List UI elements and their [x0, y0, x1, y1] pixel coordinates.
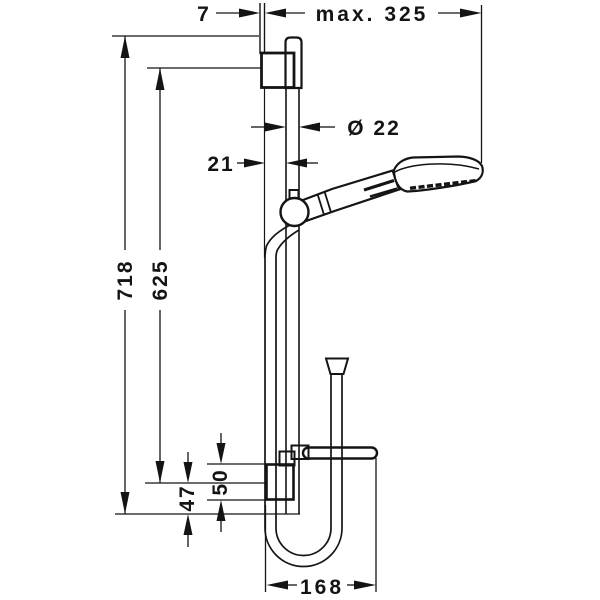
hose-connector-nut — [324, 357, 350, 375]
dim-overall-height — [112, 35, 259, 514]
arrowhead — [155, 68, 165, 90]
head-joint — [391, 170, 400, 190]
arrowhead — [460, 8, 482, 18]
dim-bracket-height — [216, 433, 226, 532]
dim-label-overall-height: 718 — [114, 259, 137, 300]
dim-label-lower-offset: 47 — [176, 484, 199, 511]
arrowhead — [216, 443, 226, 464]
dim-label-rail-fixing-height: 625 — [149, 259, 172, 300]
arrowhead — [286, 158, 307, 168]
dim-rail-fixing-height — [147, 67, 261, 483]
shower-head-rim — [394, 163, 480, 173]
arrowhead — [244, 158, 265, 168]
dim-rail-diameter — [251, 122, 335, 132]
arrowhead — [266, 580, 288, 590]
arrowhead — [216, 500, 226, 521]
handle-accent — [363, 178, 395, 192]
dim-label-hose-loop-width: 168 — [300, 576, 344, 599]
top-bracket-body — [260, 51, 296, 89]
dimension-ticks — [115, 463, 300, 515]
arrowhead — [120, 36, 130, 58]
dim-label-bracket-height: 50 — [209, 468, 232, 495]
arrowhead — [183, 462, 193, 483]
dim-max-extension — [438, 5, 483, 163]
dimension-lines — [112, 5, 483, 592]
handle-ring — [316, 193, 325, 216]
arrowhead — [183, 514, 193, 535]
dim-top-offset — [216, 8, 305, 18]
arrowhead — [354, 580, 376, 590]
slider-holder — [279, 189, 310, 228]
dim-label-rail-diameter: Ø 22 — [347, 117, 401, 140]
arrowhead — [265, 122, 286, 132]
arrowhead — [265, 8, 286, 18]
arrowhead — [299, 122, 320, 132]
holder-knob — [279, 196, 310, 228]
shower-rail — [285, 88, 300, 514]
arrowhead — [120, 492, 130, 514]
handle-ring — [323, 191, 332, 213]
bottom-bracket — [265, 463, 295, 501]
spray-nozzles — [409, 178, 476, 191]
handle-accent — [369, 187, 398, 198]
top-fixing-pin — [259, 3, 266, 54]
arrowhead — [155, 461, 165, 483]
arrowhead — [239, 8, 260, 18]
hand-shower — [301, 155, 484, 223]
shower-hose — [264, 223, 350, 568]
dim-wall-clearance — [237, 158, 318, 168]
dim-label-wall-clearance: 21 — [207, 153, 234, 176]
top-bracket-arm — [284, 36, 303, 90]
dim-lower-offset — [183, 452, 193, 547]
soap-dish-bar — [278, 444, 379, 467]
top-bracket — [260, 36, 303, 90]
dim-label-max-extension: max. 325 — [316, 3, 429, 26]
dim-hose-loop-width — [264, 458, 377, 592]
fixture — [259, 3, 484, 568]
dim-label-top-offset: 7 — [197, 3, 211, 26]
